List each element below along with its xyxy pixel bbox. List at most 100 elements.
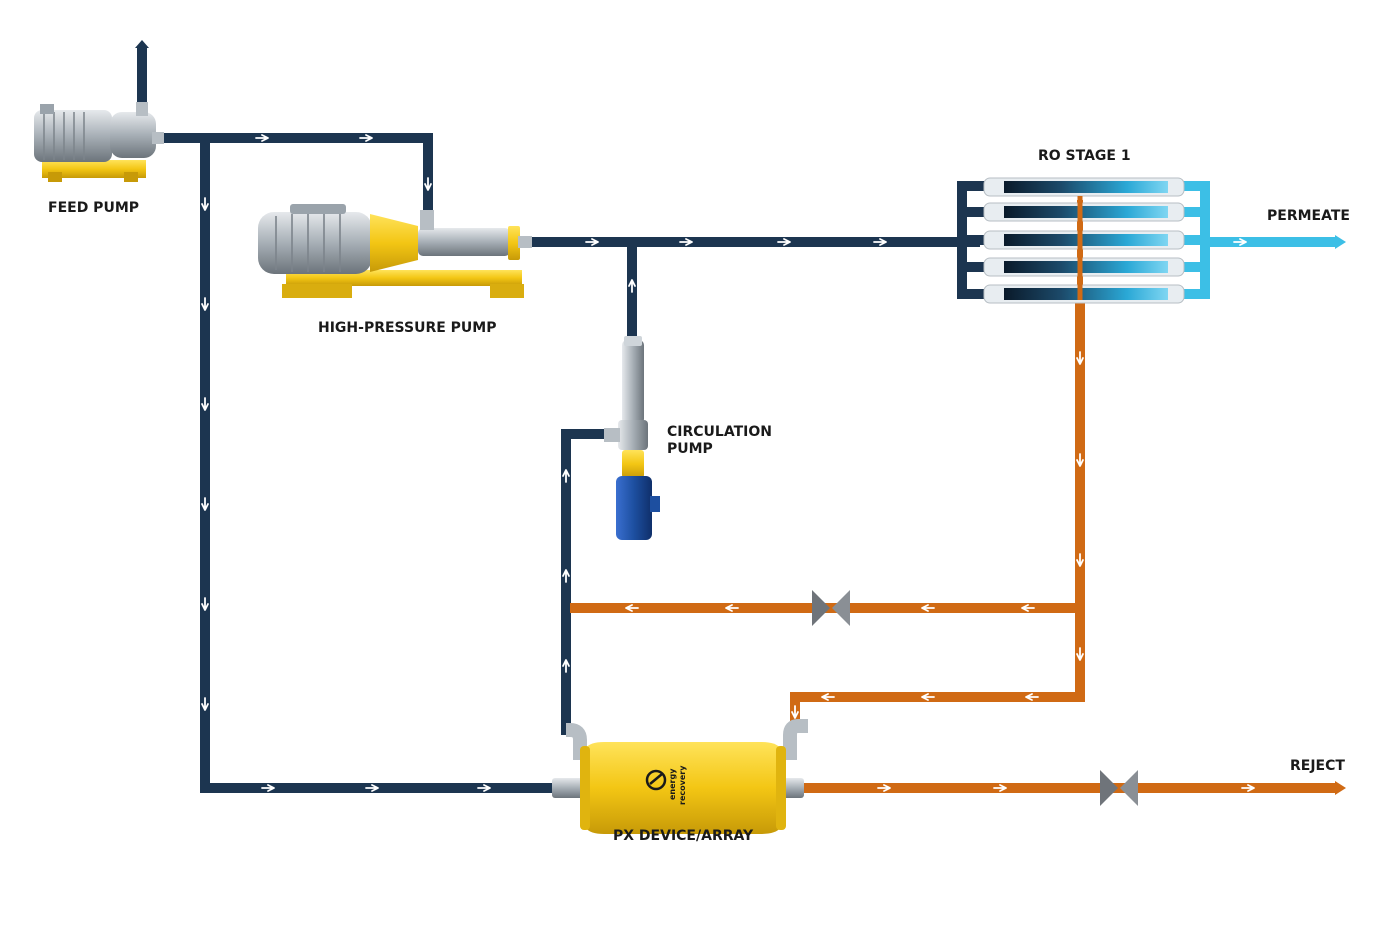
circulation-pump-label: CIRCULATION: [667, 424, 772, 440]
circulation-pump-label-line2: PUMP: [667, 441, 713, 457]
feed-pump[interactable]: [34, 102, 164, 182]
flow-arrow-icon: [477, 784, 491, 792]
circ-pump-motor: [616, 476, 652, 540]
flow-arrow-icon: [1241, 784, 1255, 792]
px-lp-out-elbow: [566, 723, 587, 760]
hp-pump-end-flange: [508, 226, 520, 260]
circ-pump-coupling: [622, 450, 644, 478]
flow-arrow-icon: [359, 134, 373, 142]
px-to-circ-pipe: [561, 429, 612, 735]
flow-arrow-icon: [201, 197, 209, 211]
flow-arrow-icon: [777, 238, 791, 246]
hp-pump-inlet: [420, 210, 434, 230]
flow-arrow-icon: [585, 238, 599, 246]
feed-pump-fan-cap: [40, 104, 54, 114]
ro-stage-1[interactable]: [983, 177, 1185, 304]
flow-arrow-icon: [625, 604, 639, 612]
flow-arrow-icon: [562, 569, 570, 583]
ro-feed-manifold: [957, 181, 985, 299]
flow-arrow-icon: [255, 134, 269, 142]
flow-arrow-icon: [261, 784, 275, 792]
feed-pump-foot: [124, 172, 138, 182]
permeate-outlet-arrow-icon: [1335, 235, 1346, 249]
flow-arrow-icon: [201, 397, 209, 411]
px-hp-in-elbow: [783, 719, 808, 760]
flow-arrow-icon: [679, 238, 693, 246]
feed-pump-discharge: [152, 132, 164, 144]
permeate-label: PERMEATE: [1267, 208, 1350, 224]
flow-arrow-icon: [562, 469, 570, 483]
butterfly-valve-icon: [812, 590, 830, 626]
circ-pump-terminal: [650, 496, 660, 512]
hp-pump-skid: [490, 284, 524, 298]
flow-arrow-icon: [1076, 647, 1084, 661]
flow-arrow-icon: [201, 497, 209, 511]
circulation-pump[interactable]: [604, 336, 660, 540]
flow-arrow-icon: [1076, 553, 1084, 567]
flow-arrow-icon: [873, 238, 887, 246]
feed-pump-volute: [110, 112, 156, 158]
flow-arrow-icon: [921, 693, 935, 701]
feed-pump-motor: [34, 110, 112, 162]
px-vessel-cap: [580, 746, 590, 830]
flow-arrow-icon: [725, 604, 739, 612]
feed-pump-base: [42, 160, 146, 178]
feed-pump-foot: [48, 172, 62, 182]
circ-pump-barrel: [622, 340, 644, 424]
feed-pipes: [137, 48, 985, 793]
flow-arrow-icon: [201, 697, 209, 711]
flow-arrow-icon: [1076, 351, 1084, 365]
flow-arrow-icon: [791, 705, 799, 719]
reject-label: REJECT: [1290, 758, 1345, 774]
px-device[interactable]: energy recovery: [552, 719, 808, 834]
ro-membrane-vessel: [983, 284, 1185, 304]
permeate-pipes: [1180, 181, 1335, 299]
circ-pump-inlet: [604, 428, 620, 442]
ro-membrane-vessel: [983, 202, 1185, 222]
flow-arrow-icon: [562, 659, 570, 673]
high-pressure-pump-label: HIGH-PRESSURE PUMP: [318, 320, 497, 336]
svg-text:energy: energy: [668, 768, 677, 800]
ro-membrane-vessel: [983, 230, 1185, 250]
flow-arrow-icon: [877, 784, 891, 792]
high-pressure-pump[interactable]: [258, 204, 532, 298]
reject-outlet-arrow-icon: [1335, 781, 1346, 795]
px-vessel: [586, 742, 780, 834]
feed-to-px-pipe: [200, 138, 555, 793]
flow-arrow-icon: [628, 279, 636, 293]
svg-text:recovery: recovery: [678, 765, 687, 805]
flow-arrows: [201, 134, 1255, 792]
hp-pump-motor-cap: [290, 204, 346, 214]
flow-arrow-icon: [1076, 453, 1084, 467]
flow-arrow-icon: [1025, 693, 1039, 701]
hp-pump-discharge: [518, 236, 532, 248]
circ-pump-top: [624, 336, 642, 346]
ro-membrane-vessel: [983, 177, 1185, 197]
feed-inlet-arrow-icon: [135, 40, 149, 48]
bypass-valve[interactable]: [812, 590, 850, 626]
flow-arrow-icon: [1233, 238, 1247, 246]
circ-pump-housing: [618, 420, 648, 450]
hp-pump-motor: [258, 212, 372, 274]
flow-arrow-icon: [993, 784, 1007, 792]
flow-arrow-icon: [1021, 604, 1035, 612]
energy-recovery-logo-icon: energy recovery: [645, 765, 687, 805]
hp-pump-barrel: [418, 228, 510, 256]
flow-arrow-icon: [921, 604, 935, 612]
ro-stage-label: RO STAGE 1: [1038, 148, 1131, 164]
ro-concentrate-pipe: [790, 300, 1085, 730]
ro-membrane-vessel: [983, 257, 1185, 277]
flow-arrow-icon: [201, 597, 209, 611]
feed-pump-label: FEED PUMP: [48, 200, 139, 216]
hp-pump-skid: [282, 284, 352, 298]
butterfly-valve-icon: [1120, 770, 1138, 806]
feed-pump-outlet: [136, 102, 148, 116]
flow-arrow-icon: [424, 177, 432, 191]
px-vessel-cap: [776, 746, 786, 830]
hp-pump-coupling: [370, 214, 418, 272]
butterfly-valve-icon: [1100, 770, 1118, 806]
flow-arrow-icon: [821, 693, 835, 701]
px-device-label: PX DEVICE/ARRAY: [613, 828, 754, 844]
reject-valve[interactable]: [1100, 770, 1138, 806]
